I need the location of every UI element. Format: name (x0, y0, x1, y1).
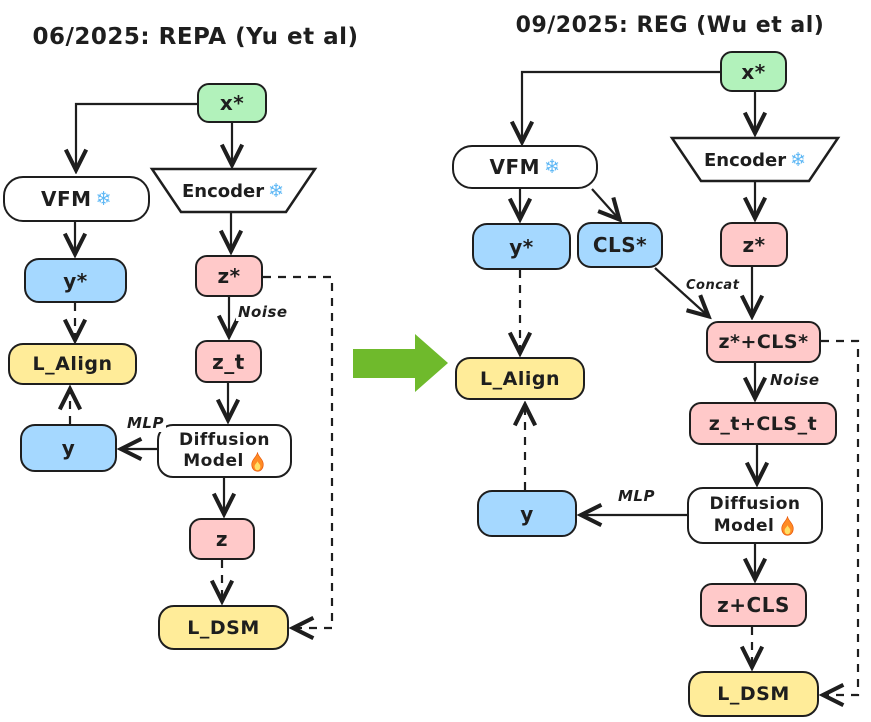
repa-mlp-edge-label: MLP (125, 414, 166, 432)
repa-edges (70, 102, 334, 628)
repa-z-star-node: z* (195, 255, 263, 297)
reg-l-dsm-node: L_DSM (688, 671, 819, 717)
repa-x-star-label: x* (219, 91, 245, 115)
reg-edges (520, 70, 860, 695)
reg-l-dsm-label: L_DSM (717, 683, 790, 705)
reg-z-cls-label: z+CLS (717, 593, 790, 617)
reg-diffusion-label-line2: Model (713, 515, 775, 536)
repa-diffusion-label-line1: Diffusion (178, 429, 271, 450)
repa-y-node: y (20, 424, 117, 472)
repa-y-star-label: y* (63, 268, 88, 293)
reg-cls-star-node: CLS* (577, 222, 663, 268)
reg-z-t-cls-t-label: z_t+CLS_t (708, 412, 818, 435)
snowflake-icon: ❄ (268, 179, 285, 202)
reg-z-star-label: z* (742, 232, 766, 257)
reg-vfm-label: VFM (489, 155, 541, 179)
fire-icon (251, 451, 264, 472)
reg-diffusion-label-line1: Diffusion (709, 494, 801, 515)
repa-diffusion-label-line2: Model (183, 451, 244, 471)
snowflake-icon: ❄ (790, 148, 807, 171)
reg-title: 09/2025: REG (Wu et al) (515, 13, 825, 38)
fire-icon (781, 516, 794, 536)
transition-arrow (353, 334, 448, 392)
reg-encoder-shape (669, 136, 841, 183)
snowflake-icon: ❄ (95, 187, 112, 210)
reg-z-cls-node: z+CLS (700, 583, 807, 627)
repa-l-dsm-label: L_DSM (187, 616, 260, 639)
repa-x-star-node: x* (197, 83, 267, 123)
reg-noise-edge-label: Noise (768, 371, 822, 389)
repa-encoder-label: Encoder (181, 180, 265, 202)
reg-concat-edge-label: Concat (684, 278, 742, 293)
reg-encoder-label: Encoder (703, 149, 787, 171)
reg-y-star-node: y* (472, 223, 571, 270)
reg-z-star-node: z* (720, 222, 788, 267)
repa-l-align-label: L_Align (32, 353, 113, 375)
reg-x-star-node: x* (720, 51, 787, 92)
reg-z-t-cls-t-node: z_t+CLS_t (689, 402, 837, 445)
reg-mlp-edge-label: MLP (616, 487, 657, 505)
reg-z-star-cls-star-node: z*+CLS* (706, 321, 821, 363)
snowflake-icon: ❄ (544, 155, 561, 178)
repa-z-star-label: z* (217, 264, 241, 288)
repa-z-t-label: z_t (212, 349, 245, 374)
reg-cls-star-label: CLS* (592, 233, 648, 257)
repa-z-t-node: z_t (195, 340, 262, 383)
repa-vfm-node: VFM ❄ (3, 176, 150, 222)
reg-y-star-label: y* (509, 234, 534, 259)
repa-title: 06/2025: REPA (Yu et al) (32, 24, 359, 50)
reg-y-label: y (520, 501, 534, 526)
repa-l-align-node: L_Align (8, 343, 137, 385)
repa-l-dsm-node: L_DSM (158, 605, 289, 650)
repa-vfm-label: VFM (41, 187, 92, 211)
reg-encoder-node: Encoder ❄ (690, 146, 820, 174)
repa-y-star-node: y* (24, 258, 127, 303)
reg-vfm-node: VFM ❄ (452, 145, 598, 189)
reg-l-align-node: L_Align (455, 357, 585, 400)
repa-diffusion-model-node: Diffusion Model (157, 424, 292, 478)
repa-y-label: y (61, 436, 76, 460)
repa-encoder-shape (149, 167, 318, 214)
repa-z-node: z (189, 518, 255, 560)
reg-x-star-label: x* (741, 59, 766, 84)
reg-diffusion-model-node: Diffusion Model (687, 487, 823, 544)
repa-encoder-node: Encoder ❄ (168, 177, 298, 205)
repa-noise-edge-label: Noise (236, 303, 290, 321)
reg-y-node: y (477, 490, 577, 537)
reg-z-star-cls-star-label: z*+CLS* (718, 331, 809, 353)
reg-l-align-label: L_Align (480, 367, 560, 390)
repa-z-label: z (215, 527, 229, 551)
